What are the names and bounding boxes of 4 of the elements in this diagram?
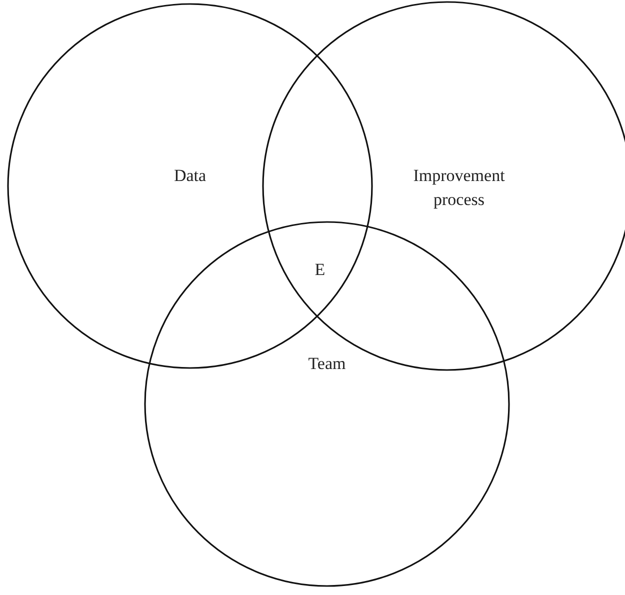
circle-label: Data [172,165,208,187]
circle-label: Team [307,353,347,375]
circle-label: Improvement process [412,165,506,211]
intersection-label: E [314,259,326,281]
